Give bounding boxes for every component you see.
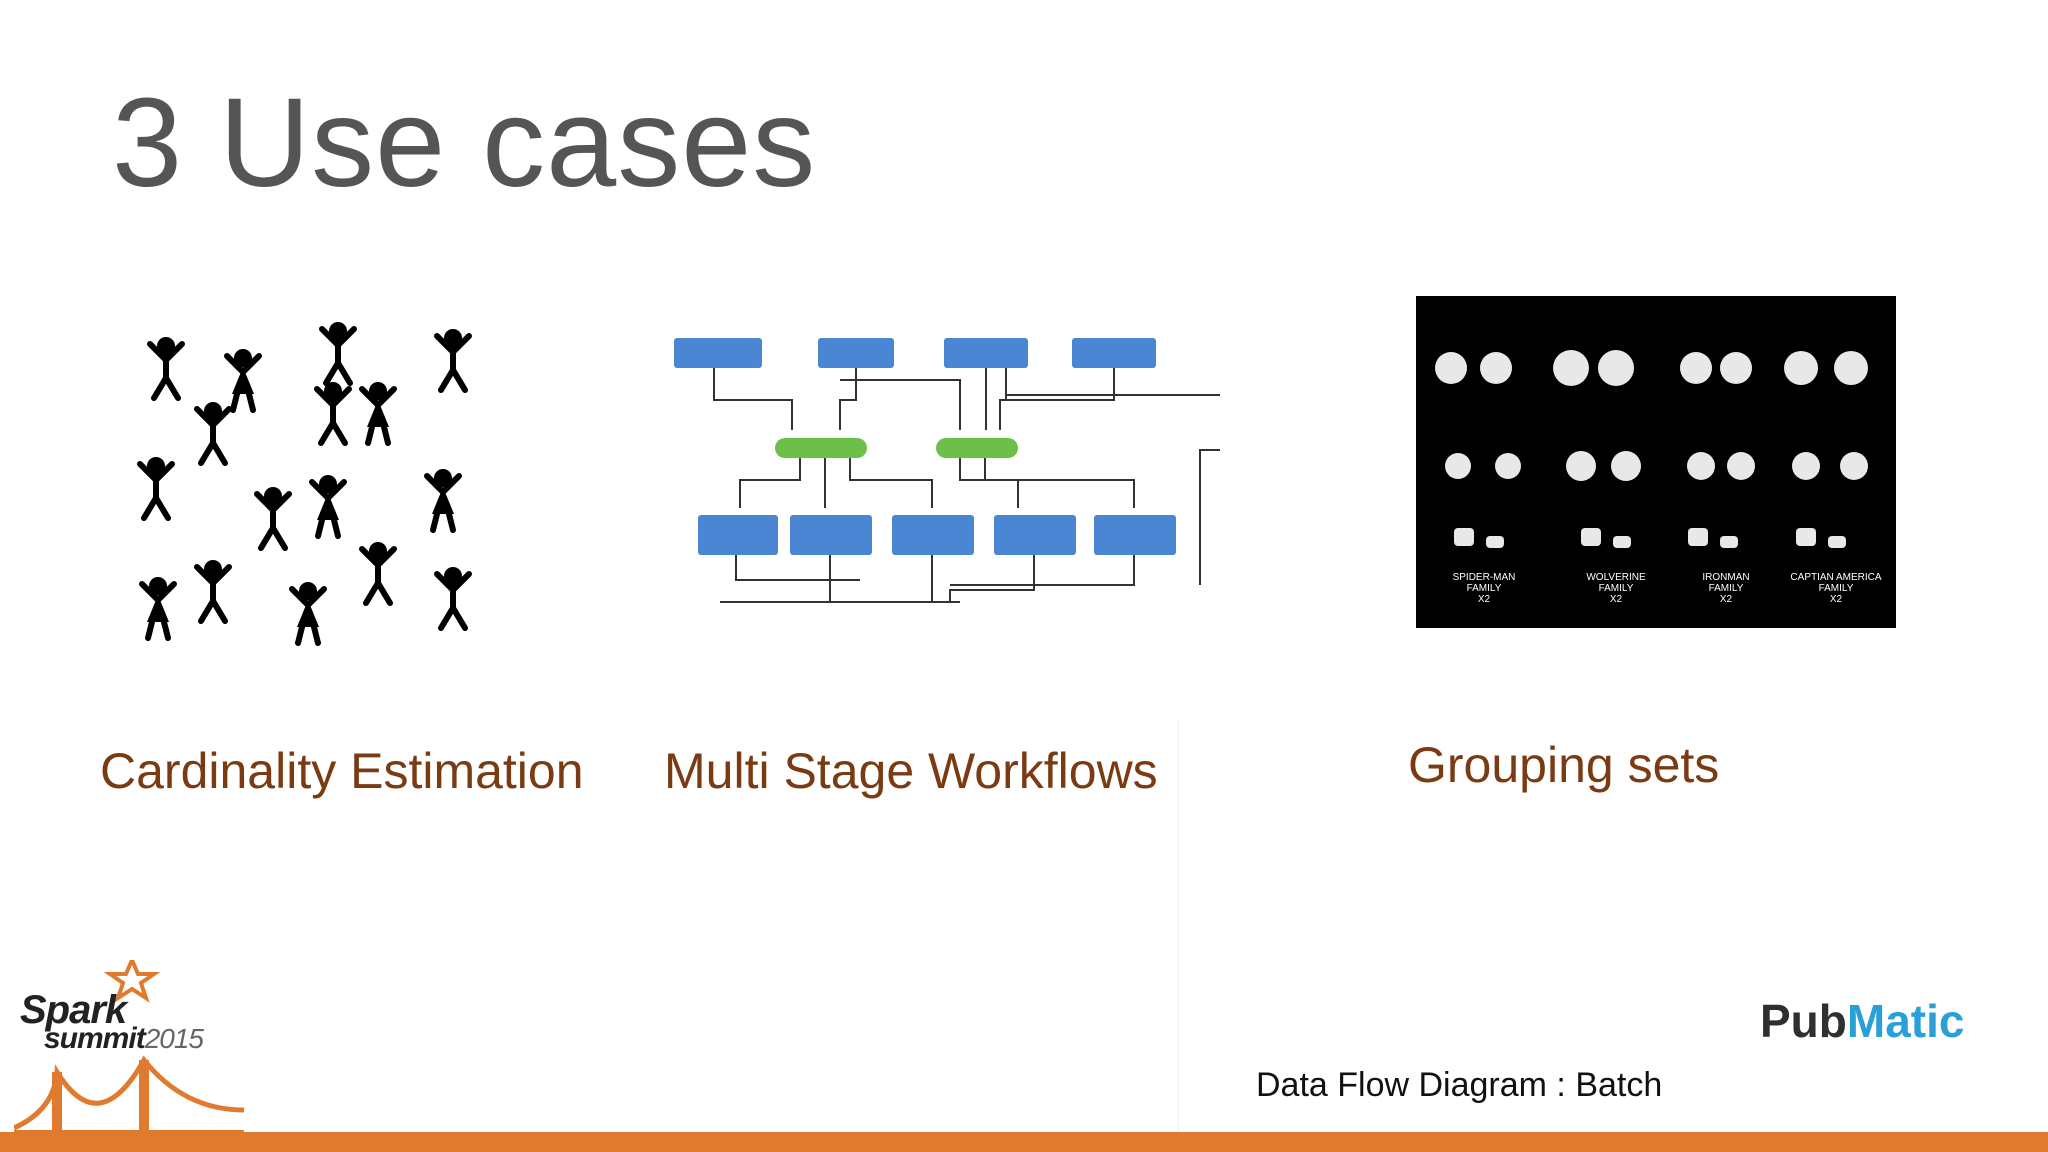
workflow-diagram-graphic (674, 338, 1220, 603)
hero-label: CAPTIAN AMERICA (1790, 572, 1881, 583)
workflow-diagram-image (660, 330, 1220, 615)
hero-label: FAMILY (1467, 583, 1502, 594)
hero-label-group: SPIDER-MAN FAMILY X2 WOLVERINE FAMILY X2… (1453, 572, 1882, 605)
hero-label: X2 (1720, 594, 1733, 605)
hero-label: IRONMAN (1702, 572, 1749, 583)
hero-label: FAMILY (1599, 583, 1634, 594)
pubmatic-logo: PubMatic (1760, 994, 1964, 1048)
summit-year: 2015 (144, 1023, 204, 1054)
caption-cardinality-estimation: Cardinality Estimation (100, 743, 584, 799)
spark-summit-logo: Spark summit2015 (14, 960, 244, 1152)
divider (1178, 720, 1179, 1132)
hero-figures (1435, 350, 1868, 548)
hero-label: WOLVERINE (1586, 572, 1646, 583)
slide-title: 3 Use cases (112, 72, 817, 213)
hero-label: X2 (1830, 594, 1843, 605)
hero-label: FAMILY (1819, 583, 1854, 594)
caption-multi-stage-workflows: Multi Stage Workflows (664, 743, 1158, 799)
caption-grouping-sets: Grouping sets (1408, 737, 1720, 793)
pubmatic-matic: Matic (1846, 995, 1965, 1047)
grouping-sets-image: SPIDER-MAN FAMILY X2 WOLVERINE FAMILY X2… (1416, 296, 1896, 628)
grouping-sets-graphic: SPIDER-MAN FAMILY X2 WOLVERINE FAMILY X2… (1435, 350, 1882, 605)
workflow-diagram-boxes (674, 338, 1176, 555)
workflow-diagram-nodes (775, 438, 1018, 458)
hero-label: SPIDER-MAN (1453, 572, 1516, 583)
bottom-accent-bar (0, 1132, 2048, 1152)
summit-text: summit (44, 1022, 146, 1055)
summit-wordmark: summit2015 (44, 1022, 204, 1056)
spark-wordmark: Spark (20, 988, 127, 1032)
footnote: Data Flow Diagram : Batch (1256, 1066, 1663, 1104)
hero-label: X2 (1478, 594, 1491, 605)
stick-figures-graphic (98, 308, 493, 653)
hero-label: X2 (1610, 594, 1623, 605)
workflow-diagram-edges (713, 368, 1220, 603)
stick-figures-image (98, 308, 493, 653)
pubmatic-pub: Pub (1760, 995, 1847, 1047)
hero-label: FAMILY (1709, 583, 1744, 594)
